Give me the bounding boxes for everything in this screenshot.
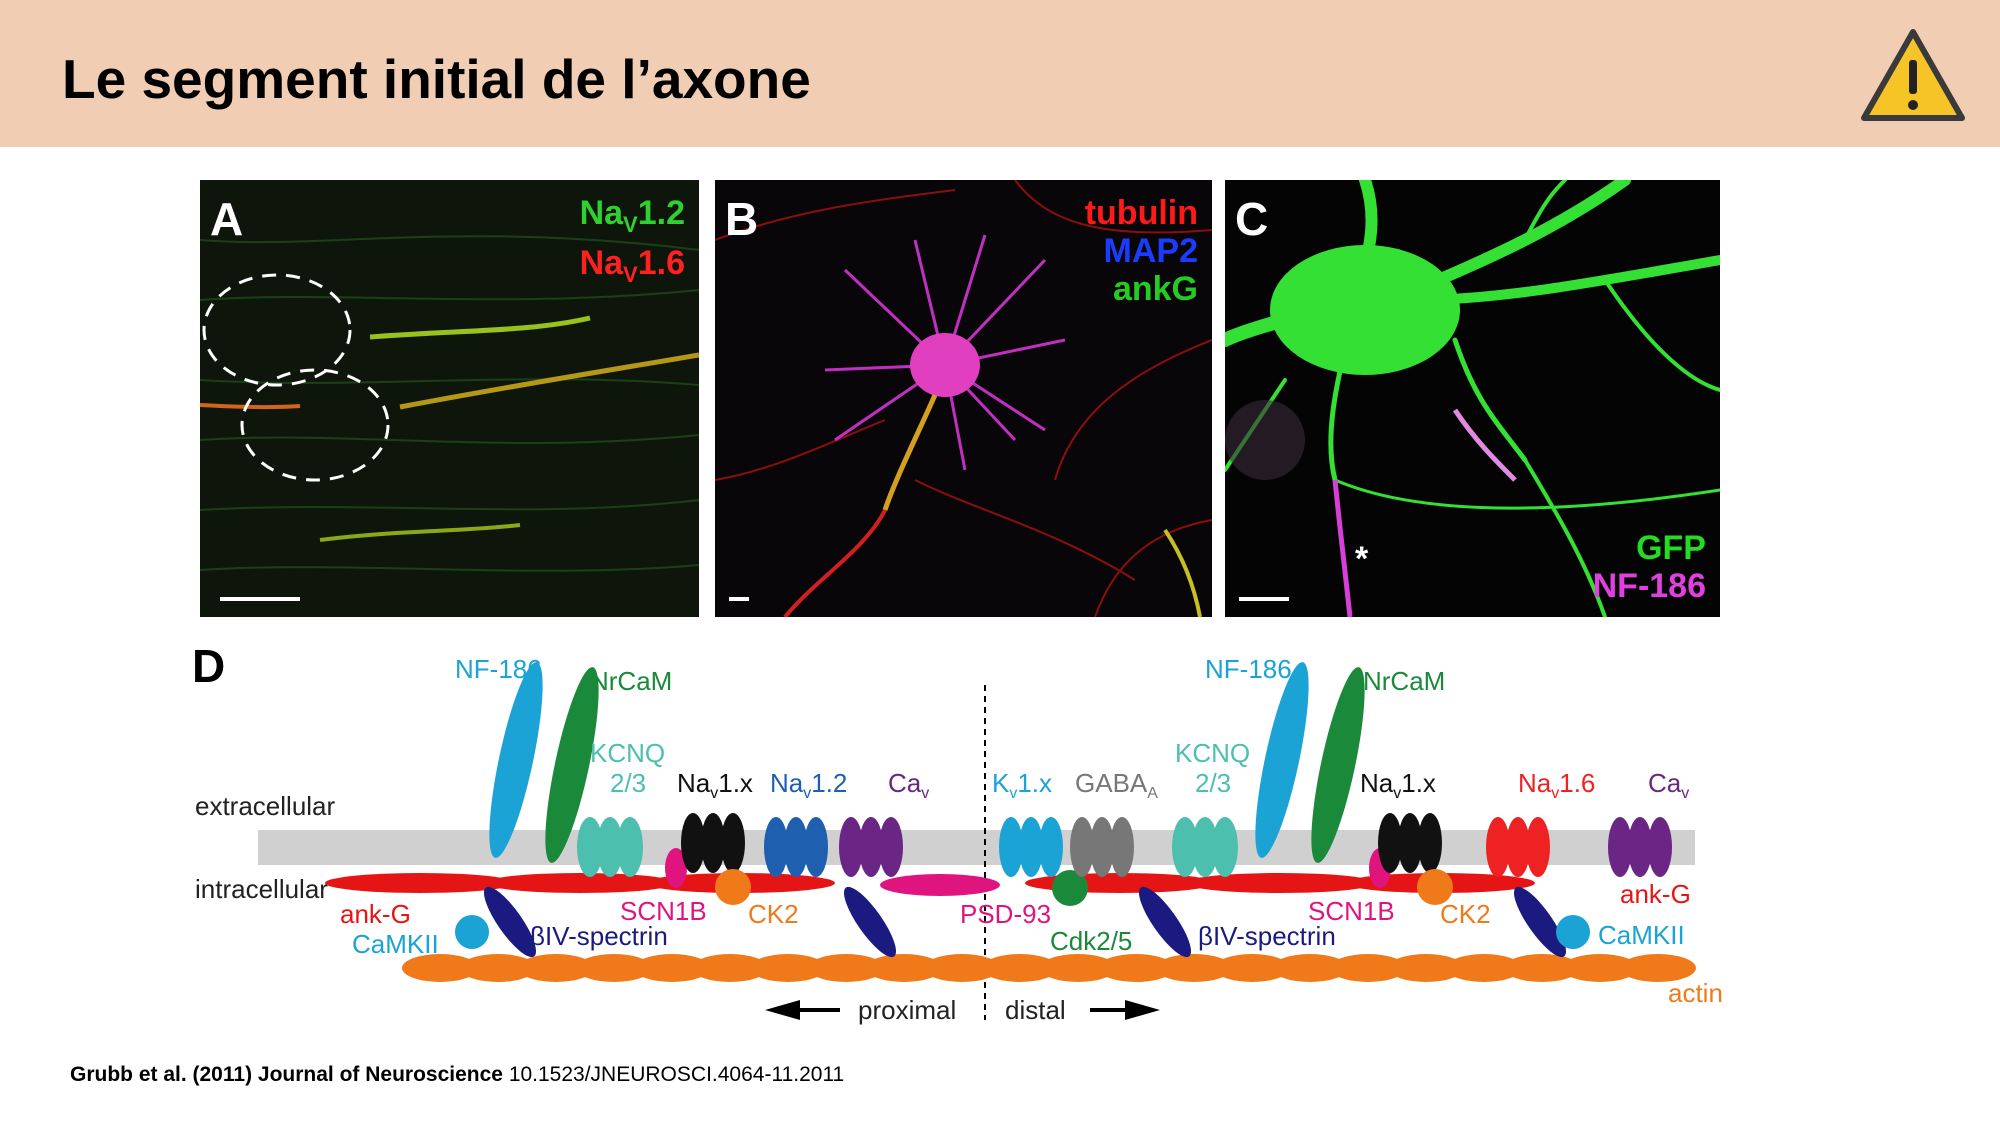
- ankg-bar-left-2: [485, 873, 675, 893]
- panel-c-asterisk-marker: *: [1355, 540, 1369, 578]
- label-gaba-a: GABAA: [1075, 768, 1158, 802]
- nrcam-right: [1311, 667, 1365, 863]
- label-cdk: Cdk2/5: [1050, 926, 1132, 956]
- spectrin-right-1: [1138, 886, 1192, 958]
- cav-channel-left: [839, 817, 903, 877]
- nrcam-left: [545, 667, 599, 863]
- panel-d-letter: D: [192, 640, 225, 692]
- label-nf186-right: NF-186: [1205, 654, 1292, 684]
- kcnq-channel-right: [1172, 817, 1238, 877]
- ck2-left: [715, 869, 751, 905]
- kcnq-channel-left: [577, 817, 643, 877]
- label-kcnq-right-bottom: 2/3: [1195, 768, 1231, 798]
- warning-triangle-icon: [1861, 29, 1965, 121]
- label-spectrin-left: βIV-spectrin: [530, 921, 668, 951]
- label-camkii-left: CaMKII: [352, 929, 439, 959]
- label-nrcam-left: NrCaM: [590, 666, 672, 696]
- citation-doi: 10.1523/JNEUROSCI.4064-11.2011: [508, 1063, 845, 1086]
- label-cav-left: Cav: [888, 768, 929, 802]
- panel-a-letter: A: [210, 193, 244, 245]
- label-psd93: PSD-93: [960, 899, 1051, 929]
- panel-b-label-tubulin: tubulin: [1084, 194, 1198, 232]
- actin-filament: [402, 954, 1696, 982]
- label-kcnq-left-top: KCNQ: [590, 738, 665, 768]
- psd93-bar: [880, 874, 1000, 896]
- spectrin-right-2: [1513, 886, 1567, 958]
- label-ck2-right: CK2: [1440, 899, 1491, 929]
- label-scn1b-right: SCN1B: [1308, 896, 1395, 926]
- cav-channel-right: [1608, 817, 1672, 877]
- spectrin-left-2: [843, 886, 897, 958]
- citation-authors: Grubb et al. (2011) Journal of Neuroscie…: [70, 1063, 503, 1086]
- nav1x-channel-left: [681, 813, 745, 873]
- panel-b: B tubulin MAP2 ankG: [715, 180, 1212, 617]
- ankg-bar-left-1: [325, 873, 515, 893]
- slide-header: [0, 0, 2000, 147]
- camkii-left: [455, 915, 489, 949]
- slide-title: Le segment initial de l’axone: [62, 48, 811, 110]
- nav16-channel: [1486, 817, 1550, 877]
- label-kv1x: Kv1.x: [992, 768, 1052, 802]
- scn1b-left: [665, 848, 687, 888]
- label-kcnq-right-top: KCNQ: [1175, 738, 1250, 768]
- nf186-left: [489, 662, 543, 858]
- panel-c-label-gfp: GFP: [1636, 529, 1706, 567]
- extracellular-label: extracellular: [195, 791, 336, 821]
- panel-a: A NaV1.2 NaV1.6: [200, 180, 699, 617]
- label-nav1x-left: Nav1.x: [677, 768, 753, 802]
- label-nrcam-right: NrCaM: [1363, 666, 1445, 696]
- spectrin-left-1: [483, 886, 537, 958]
- label-kcnq-left-bottom: 2/3: [610, 768, 646, 798]
- label-camkii-right: CaMKII: [1598, 920, 1685, 950]
- label-nav1x-right: Nav1.x: [1360, 768, 1436, 802]
- nav12-channel: [764, 817, 828, 877]
- label-scn1b-left: SCN1B: [620, 896, 707, 926]
- nf186-right: [1255, 662, 1309, 858]
- panel-a-label-nav16: NaV1.6: [579, 243, 685, 287]
- label-ankg-left: ank-G: [340, 899, 411, 929]
- nav1x-channel-right: [1378, 813, 1442, 873]
- cdk-kinase: [1052, 870, 1088, 906]
- cell-membrane: [258, 830, 1695, 865]
- citation: Grubb et al. (2011) Journal of Neuroscie…: [70, 1063, 844, 1087]
- label-spectrin-right: βIV-spectrin: [1198, 921, 1336, 951]
- label-nf186-left: NF-186: [455, 654, 542, 684]
- panel-c-letter: C: [1235, 193, 1269, 245]
- panel-b-label-map2: MAP2: [1103, 232, 1198, 270]
- panel-a-label-nav12: NaV1.2: [579, 194, 685, 237]
- label-distal: distal: [1005, 995, 1066, 1025]
- label-proximal: proximal: [858, 995, 956, 1025]
- intracellular-label: intracellular: [195, 874, 328, 904]
- panel-b-letter: B: [725, 193, 759, 245]
- label-ck2-left: CK2: [748, 899, 799, 929]
- label-ankg-right: ank-G: [1620, 879, 1691, 909]
- panel-c: C * GFP NF-186: [1225, 180, 1720, 617]
- ankg-bar-right-2: [1185, 873, 1375, 893]
- label-nav12: Nav1.2: [770, 768, 847, 802]
- proximal-arrow: [765, 1000, 840, 1020]
- label-cav-right: Cav: [1648, 768, 1689, 802]
- panel-b-label-ankg: ankG: [1112, 270, 1198, 308]
- camkii-right: [1556, 915, 1590, 949]
- ais-molecular-diagram: D extracellular intracellular actin: [192, 640, 1723, 1025]
- ck2-right: [1417, 869, 1453, 905]
- distal-arrow: [1090, 1000, 1160, 1020]
- kv1x-channel: [999, 817, 1063, 877]
- gaba-a-receptor: [1070, 817, 1134, 877]
- panel-c-label-nf186: NF-186: [1592, 567, 1706, 605]
- actin-label: actin: [1668, 978, 1723, 1008]
- label-nav16: Nav1.6: [1518, 768, 1595, 802]
